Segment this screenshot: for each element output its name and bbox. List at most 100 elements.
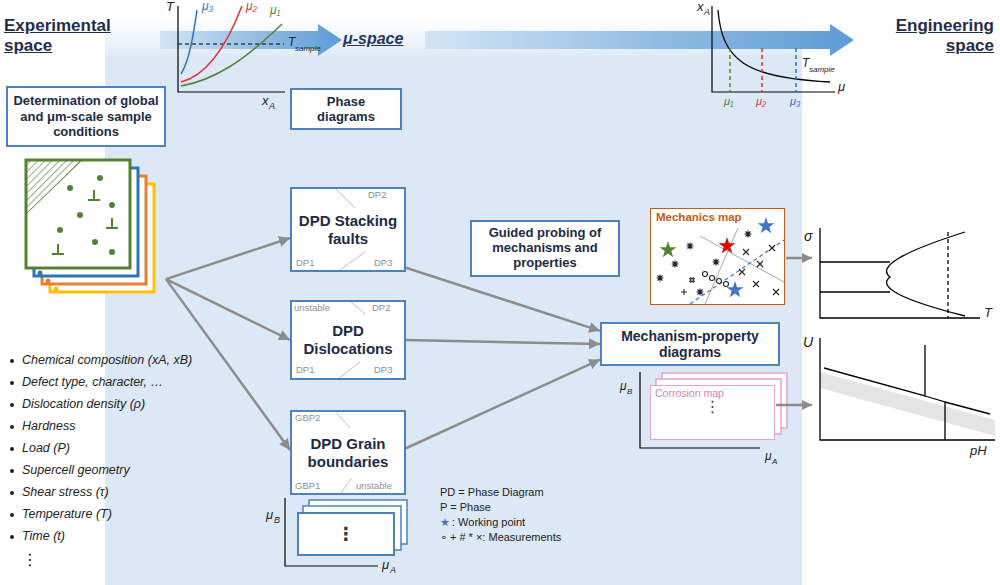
sample-cards xyxy=(92,239,98,245)
curve-label: μ₂ xyxy=(246,0,257,14)
measurement-marks xyxy=(672,261,679,268)
node-label: DPD Grain boundaries xyxy=(295,435,401,471)
curve-label: T xyxy=(802,57,809,71)
dpd-ground xyxy=(290,187,406,495)
flow-arrow xyxy=(406,360,600,449)
sample-cards xyxy=(26,160,154,292)
measurement-marks xyxy=(687,243,694,250)
stress-temperature-plot xyxy=(887,232,965,316)
measurement-marks xyxy=(717,279,722,284)
axis-label: T xyxy=(984,306,992,321)
curve-label: μ₃ xyxy=(202,0,213,14)
list-item: Shear stress (τ) xyxy=(22,485,109,499)
stress-temperature-plot xyxy=(820,228,980,318)
sample-cards xyxy=(52,190,118,254)
axis-subscript: A xyxy=(390,565,396,575)
list-item: Dislocation density (ρ) xyxy=(22,397,145,411)
region-label: DP1 xyxy=(296,258,314,269)
mechanics-map-ground xyxy=(650,208,785,305)
measurement-marks xyxy=(710,276,715,281)
section-title: Engineering space xyxy=(866,16,994,55)
bullet-dots xyxy=(10,469,14,473)
process-box: Guided probing of mechanisms and propert… xyxy=(470,220,620,277)
bullet-dots xyxy=(10,535,14,539)
sample-cards xyxy=(57,175,115,255)
flow-arrow xyxy=(406,268,600,331)
bullet-dots xyxy=(10,359,14,539)
measurement-marks xyxy=(657,275,664,282)
temperature-plot xyxy=(181,10,197,74)
section-title: Experimental space xyxy=(4,16,144,55)
pourbaix-plot xyxy=(824,345,990,440)
line-label: μ₁ xyxy=(724,95,734,108)
measurement-marks xyxy=(713,259,720,266)
composition-plot xyxy=(729,48,731,92)
composition-plot xyxy=(761,48,763,92)
axis-label: σ xyxy=(804,228,812,244)
measurement-marks xyxy=(769,245,775,251)
list-ellipsis: ⋮ xyxy=(22,551,38,569)
dpd-ground xyxy=(290,187,406,272)
node-label: Guided probing of mechanisms and propert… xyxy=(478,226,612,271)
axis-label: T xyxy=(166,0,174,15)
region-label: GBP1 xyxy=(295,481,320,492)
measurement-marks xyxy=(773,289,779,295)
node-label: Mechanics map xyxy=(656,211,779,223)
sample-conditions-box: Determination of global and μm-scale sam… xyxy=(6,86,166,308)
legend-note: PD = Phase Diagram xyxy=(440,486,544,499)
sample-cards xyxy=(77,212,83,218)
corrosion-map: Corrosion map⋮ xyxy=(650,385,775,440)
bullet-dots xyxy=(10,403,14,407)
composition-plot xyxy=(795,48,797,92)
line-label: μ₂ xyxy=(756,95,766,108)
flow-arrow xyxy=(166,279,290,340)
flow-band xyxy=(425,24,854,56)
temperature-plot xyxy=(178,44,284,45)
measurement-marks xyxy=(724,282,729,287)
node-label: Phase diagrams xyxy=(298,94,394,124)
measurement-marks xyxy=(659,241,676,257)
pourbaix-plot xyxy=(820,372,995,436)
measurement-marks xyxy=(757,217,774,233)
region-label: unstable xyxy=(356,481,392,492)
composition-plot xyxy=(712,6,835,92)
stress-temperature-plot xyxy=(947,232,948,318)
sample-cards xyxy=(54,287,59,292)
measurement-marks xyxy=(745,231,752,238)
list-item: Load (P) xyxy=(22,441,70,455)
node-label: DPD Dislocations xyxy=(295,322,401,358)
list-item: Time (t) xyxy=(22,529,65,543)
legend-note: ∘ + # * ×: Measurements xyxy=(440,531,561,544)
bullet-dots xyxy=(10,513,14,517)
node-label: Corrosion map xyxy=(655,387,770,399)
measurement-marks xyxy=(726,281,743,297)
list-item: Defect type, character, … xyxy=(22,375,163,389)
section-title: μ-space xyxy=(343,30,403,48)
output-arrows xyxy=(776,258,812,405)
list-item: Temperature (T) xyxy=(22,507,112,521)
sample-cards xyxy=(26,160,82,214)
measurement-marks xyxy=(757,261,763,267)
axis-subscript: A xyxy=(269,101,275,111)
label-subscript: sample xyxy=(295,44,321,53)
sample-cards xyxy=(109,202,115,208)
axis-subscript: B xyxy=(274,515,280,525)
stress-temperature-plot xyxy=(820,228,980,318)
panel xyxy=(105,20,802,585)
measurement-marks xyxy=(703,272,708,277)
stress-temperature-plot xyxy=(820,262,890,292)
axis-label: μ xyxy=(266,508,273,523)
mechanics-map-ground xyxy=(650,208,785,305)
phase-diagram-stack: ⋮ xyxy=(297,512,395,556)
region-label: DP3 xyxy=(374,365,392,376)
measurement-marks xyxy=(657,217,780,297)
measurement-marks xyxy=(753,281,759,287)
axis-subscript: B xyxy=(627,387,632,396)
region-label: GBP2 xyxy=(295,413,320,424)
measurement-marks xyxy=(743,249,749,255)
axis-label: μ xyxy=(382,558,389,573)
bullet-dots xyxy=(10,425,14,429)
region-label: DP2 xyxy=(368,190,386,201)
region-label: DP3 xyxy=(374,258,392,269)
list-item: Hardness xyxy=(22,419,76,433)
